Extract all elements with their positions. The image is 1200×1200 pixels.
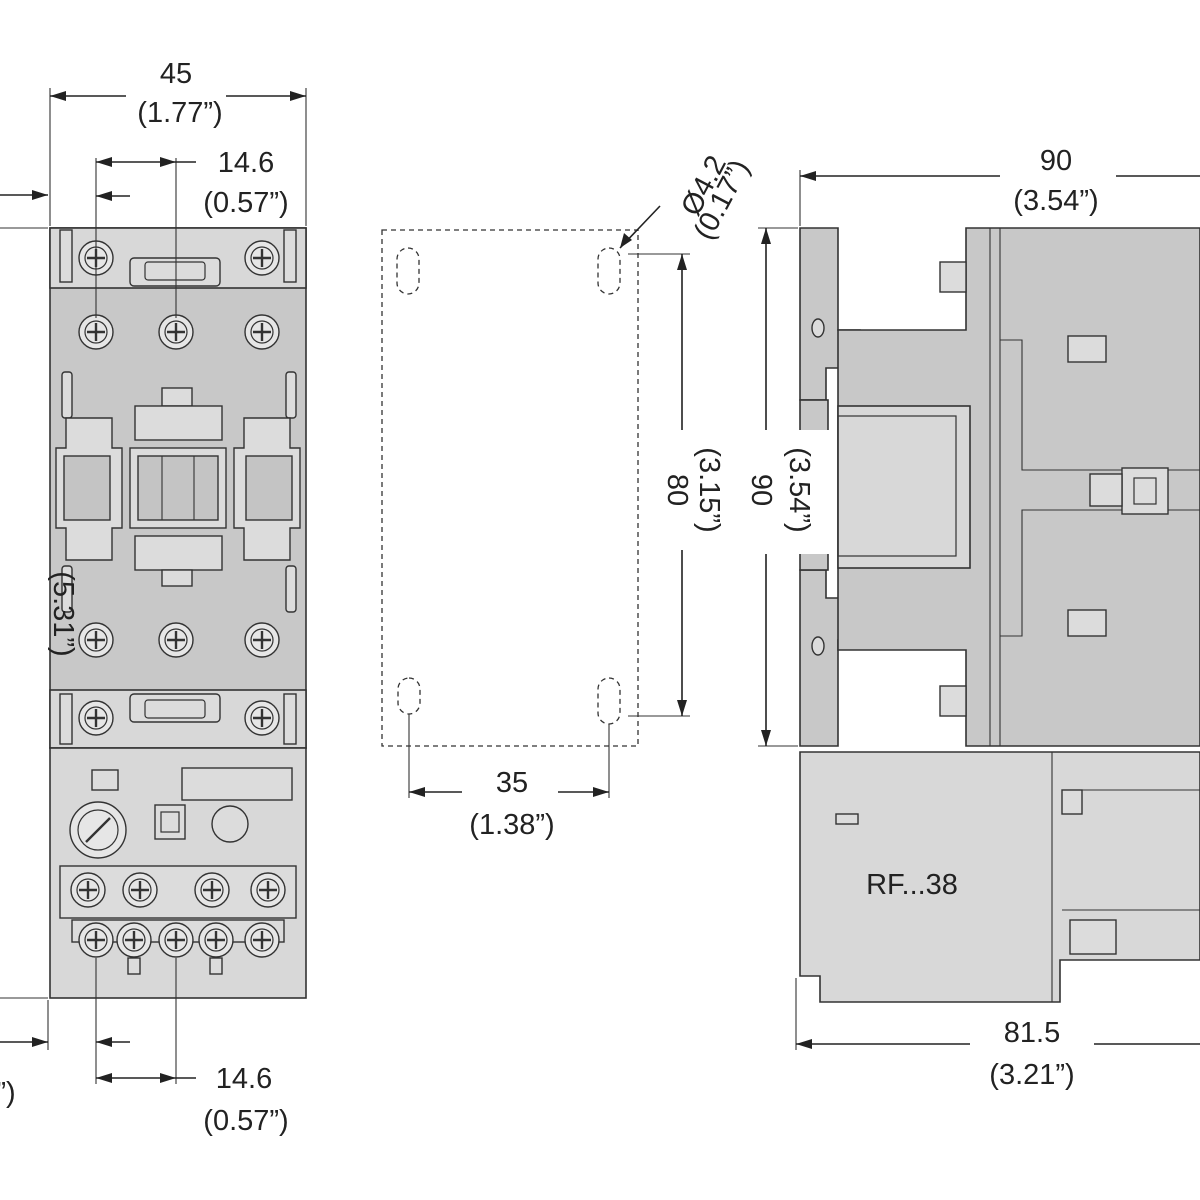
top-aux-window	[129, 257, 221, 287]
armature-upper-block	[134, 405, 223, 441]
pitch-bottom-value: 14.6	[216, 1063, 272, 1095]
side-depth-value: 90	[1040, 145, 1072, 177]
mounting-hole-icon	[396, 247, 420, 295]
screw-icon	[243, 921, 281, 959]
screw-icon	[77, 699, 115, 737]
template-width-inch: (1.38”)	[469, 809, 554, 841]
screw-icon	[115, 921, 153, 959]
screw-icon	[243, 621, 281, 659]
screw-icon	[157, 313, 195, 351]
relay-depth-inch: (3.21”)	[989, 1059, 1074, 1091]
template-height-inch: (3.15”)	[693, 447, 725, 532]
screw-icon	[243, 313, 281, 351]
mounting-hole-icon	[597, 677, 621, 725]
screw-icon	[243, 239, 281, 277]
pitch-top-inch: (0.57”)	[203, 187, 288, 219]
screw-icon	[69, 871, 107, 909]
screw-icon	[249, 871, 287, 909]
template-height-value: 80	[661, 474, 693, 506]
front-view: 45 (1.77”) 14.6 (0.57”) (5.31”) ”) 14.6 …	[0, 58, 307, 1137]
template-outline	[381, 229, 639, 747]
screw-icon	[197, 921, 235, 959]
screw-icon	[193, 871, 231, 909]
armature-lower-block	[134, 535, 223, 571]
screw-icon	[121, 871, 159, 909]
width-45-inch: (1.77”)	[137, 97, 222, 129]
side-height-value: 90	[745, 474, 777, 506]
drilling-template: Ø4.2 (0.17”) 80 (3.15”) 35 (1.38”)	[381, 151, 756, 841]
bottom-aux-window	[129, 693, 221, 723]
mounting-hole-icon	[397, 677, 421, 715]
screw-icon	[157, 921, 195, 959]
bottom-left-inch: ”)	[0, 1077, 16, 1109]
indicator-window	[1121, 467, 1169, 515]
width-45-value: 45	[160, 58, 192, 90]
screw-icon	[77, 313, 115, 351]
screw-icon	[77, 621, 115, 659]
screw-icon	[157, 621, 195, 659]
relay-display-window	[181, 767, 293, 801]
relay-depth-value: 81.5	[1004, 1017, 1060, 1049]
side-height-inch: (3.54”)	[783, 447, 815, 532]
side-view: RF...38 90 (3.54”) 90 (3.54”) 81.5 (3.21…	[745, 140, 1200, 1098]
test-button	[211, 805, 249, 843]
screw-icon	[243, 699, 281, 737]
pitch-top-value: 14.6	[218, 147, 274, 179]
template-width-value: 35	[496, 767, 528, 799]
height-side-inch: (5.31”)	[47, 571, 79, 656]
reset-button	[154, 804, 186, 840]
relay-model-label: RF...38	[866, 869, 958, 901]
coil-block	[837, 405, 971, 569]
mounting-hole-icon	[597, 247, 621, 295]
screw-icon	[77, 921, 115, 959]
side-depth-inch: (3.54”)	[1013, 185, 1098, 217]
pitch-bottom-inch: (0.57”)	[203, 1105, 288, 1137]
contactor-side-body	[837, 227, 1200, 747]
